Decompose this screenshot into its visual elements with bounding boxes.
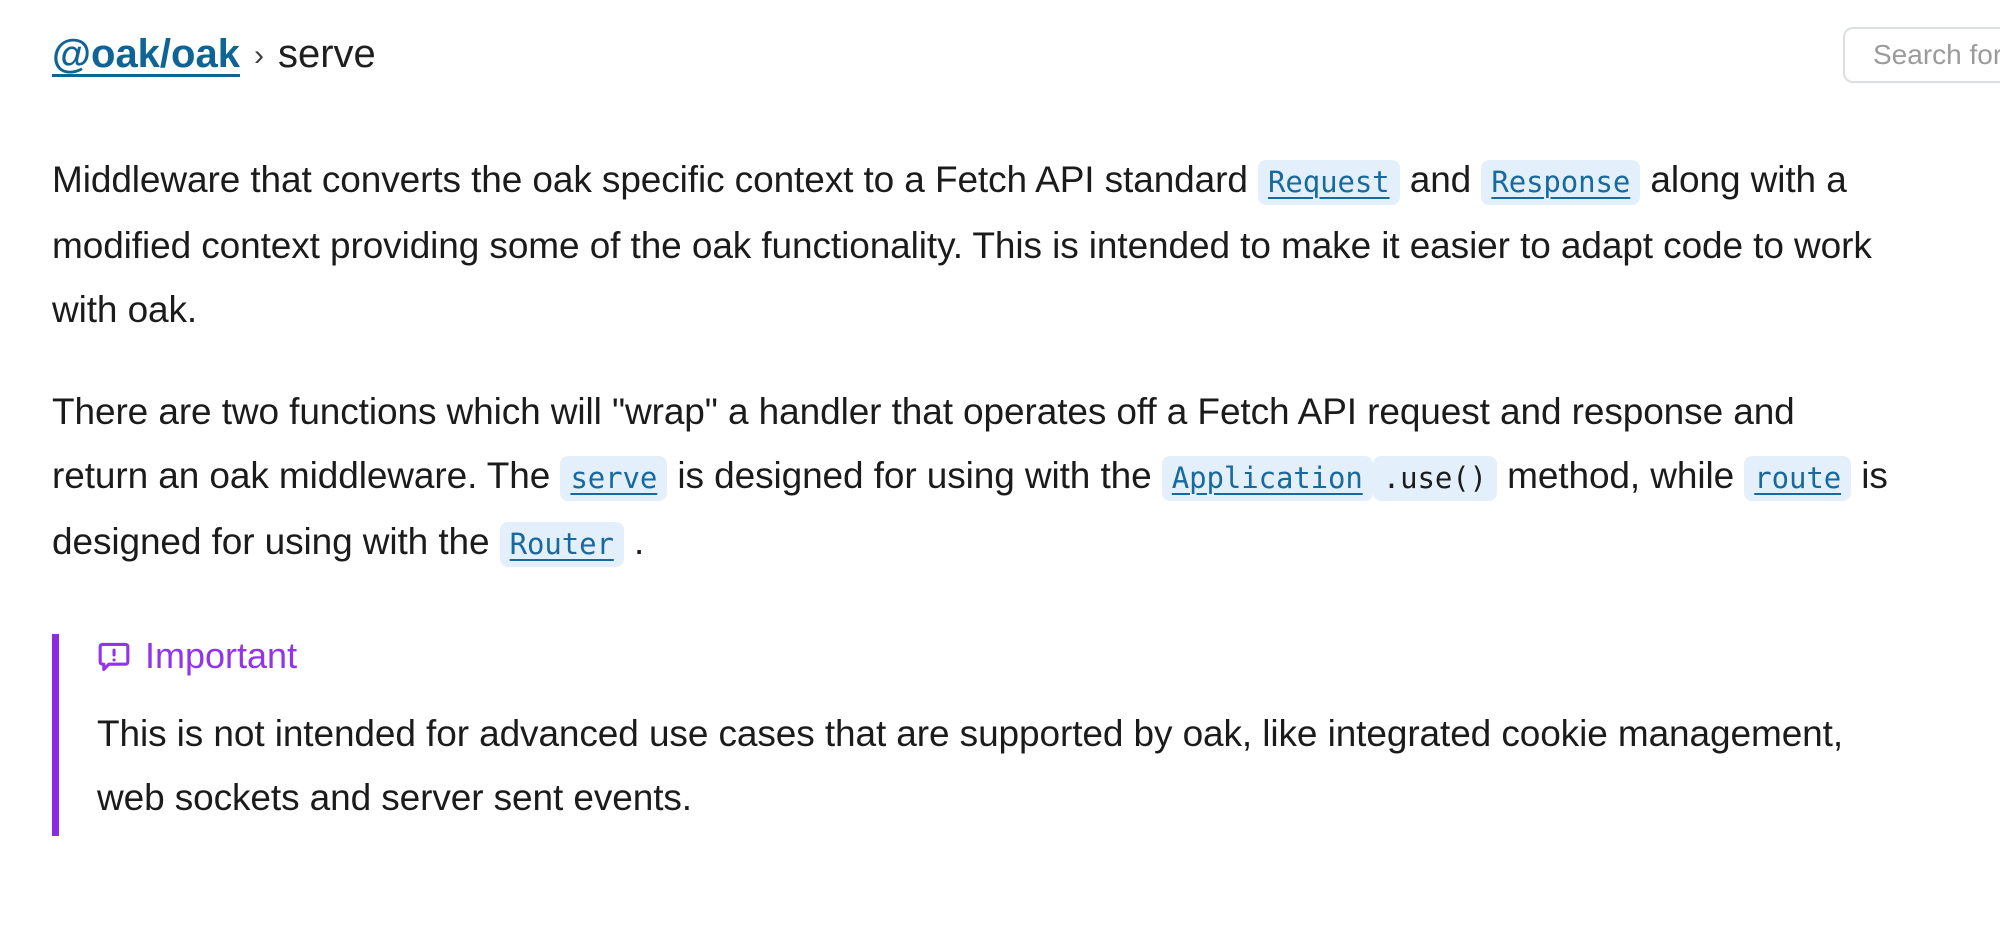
text-run: and [1399,159,1482,200]
text-run: along with a modified context providing … [52,159,1872,330]
code-link-application[interactable]: Application [1161,456,1373,501]
breadcrumb: @oak/oak › serve [52,28,376,84]
admonition-important: Important This is not intended for advan… [52,634,1892,836]
text-run: . [623,521,645,562]
code-link-serve[interactable]: serve [560,456,668,501]
search-box[interactable] [1843,27,2000,83]
admonition-title-label: Important [145,635,298,676]
text-run: Middleware that converts the oak specifi… [52,159,1259,200]
chevron-right-icon: › [253,39,264,72]
admonition-body-text: This is not intended for advanced use ca… [97,713,1844,818]
search-input[interactable] [1871,38,2000,72]
code-link-router[interactable]: Router [499,522,624,567]
doc-content: Middleware that converts the oak specifi… [52,148,1892,836]
breadcrumb-current-symbol: serve [277,32,376,76]
code-use-method: .use() [1372,456,1497,501]
code-link-request[interactable]: Request [1258,160,1400,205]
text-run: is designed for using with the [667,455,1162,496]
paragraph-functions: There are two functions which will "wrap… [52,380,1892,576]
code-link-response[interactable]: Response [1481,160,1641,205]
code-link-route[interactable]: route [1744,456,1852,501]
text-run: is designed for using with the [52,455,1888,562]
breadcrumb-package-link[interactable]: @oak/oak [52,32,240,76]
comment-alert-icon [97,641,131,675]
paragraph-description: Middleware that converts the oak specifi… [52,148,1892,342]
admonition-title-row: Important [97,634,1892,680]
page-header: @oak/oak › serve [0,0,2000,108]
text-run: There are two functions which will "wrap… [52,391,1795,496]
text-run: method, while [1496,455,1745,496]
